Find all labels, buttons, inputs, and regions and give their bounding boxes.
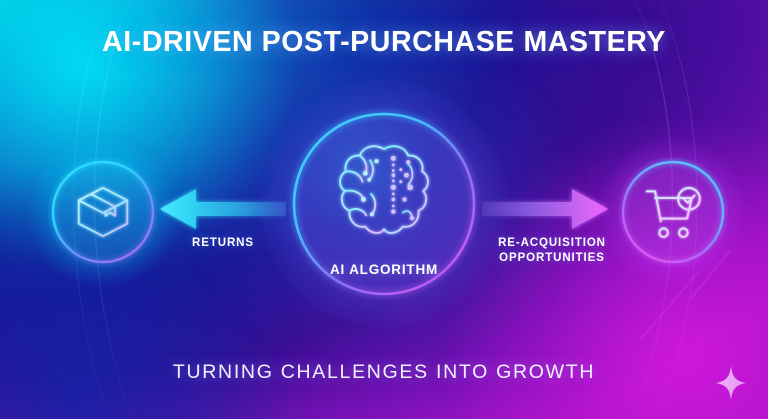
node-returns[interactable] [28,137,178,287]
page-title: AI-DRIVEN POST-PURCHASE MASTERY [102,26,666,58]
arrow-right-icon [482,189,608,229]
shopping-cart-check-icon [618,157,728,267]
package-box-icon [48,157,158,267]
footer-tagline: TURNING CHALLENGES INTO GROWTH [172,361,596,383]
arrow-left-icon [160,189,286,229]
sparkle-icon [716,366,746,400]
brain-icon [286,94,482,290]
center-node-label: AI ALGORITHM [329,262,439,277]
flow-label-returns: RETURNS [192,237,254,249]
node-reacquisition[interactable] [598,137,748,287]
background-glow-bottom-left [0,179,300,419]
node-reacquisition-ring [621,160,725,264]
flow-label-reacquisition: RE-ACQUISITION OPPORTUNITIES [498,237,606,264]
